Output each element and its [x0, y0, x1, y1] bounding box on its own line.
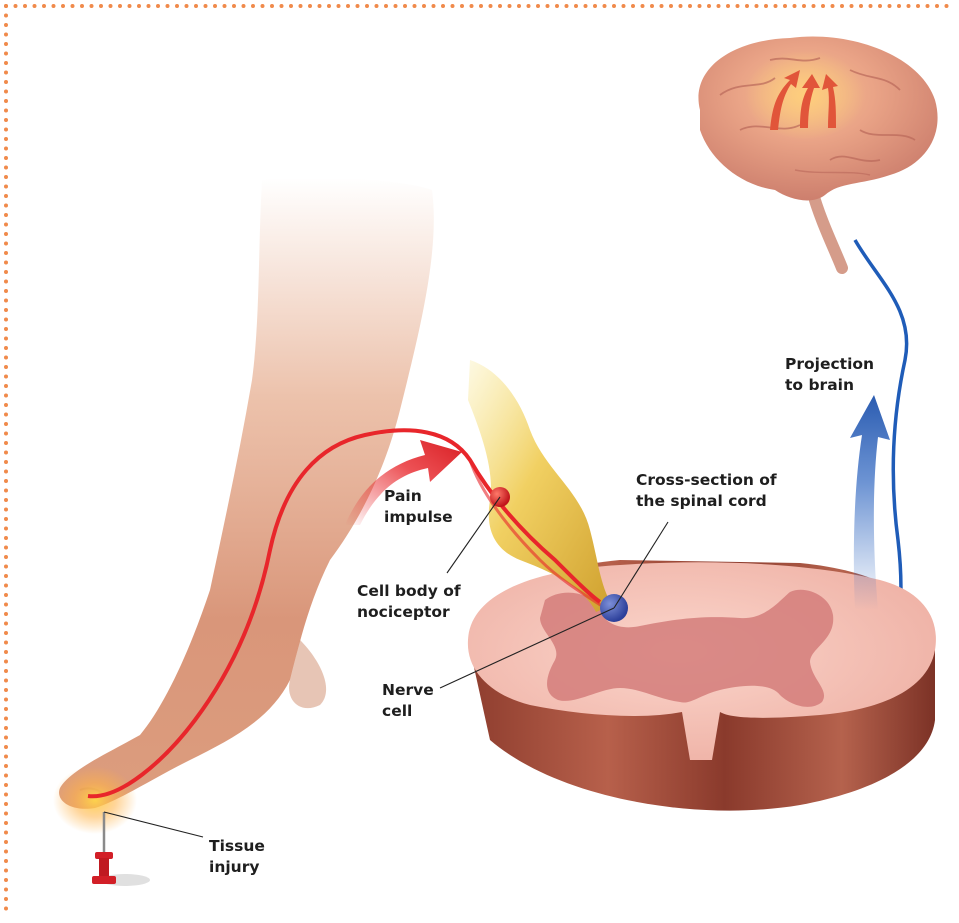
injury-glow — [53, 766, 137, 834]
dorsal-root-ganglion — [468, 360, 612, 612]
projection-arrow — [850, 395, 890, 610]
brain-illustration — [698, 37, 937, 268]
